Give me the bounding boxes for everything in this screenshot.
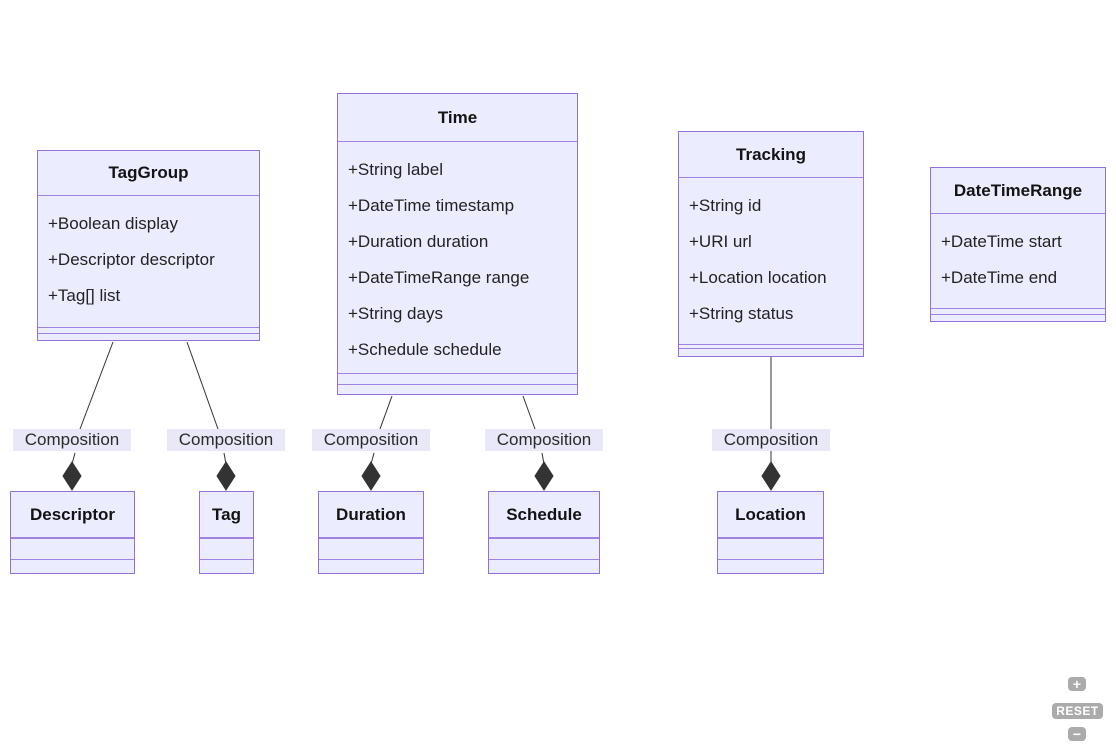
class-title: DateTimeRange	[931, 168, 1105, 214]
class-empty-compartment	[718, 559, 823, 573]
class-taggroup: TagGroup +Boolean display +Descriptor de…	[37, 150, 260, 341]
composition-diamond-icon	[761, 461, 781, 491]
composition-diamond-icon	[534, 461, 554, 491]
composition-diamond-icon	[62, 461, 82, 491]
relationship-line	[522, 395, 536, 430]
class-attribute: +String label	[348, 160, 443, 179]
class-title: Time	[338, 94, 577, 142]
class-empty-compartment	[718, 538, 823, 559]
relationship-line	[71, 452, 76, 465]
class-attributes: +Boolean display +Descriptor descriptor …	[38, 196, 259, 327]
relationship-label: Composition	[312, 429, 430, 451]
class-duration: Duration	[318, 491, 424, 574]
class-attribute: +String id	[689, 196, 762, 215]
class-empty-compartment	[679, 348, 863, 356]
relationship-line	[370, 452, 375, 465]
relationship-label: Composition	[167, 429, 285, 451]
class-attribute: +String status	[689, 304, 794, 323]
class-tracking: Tracking +String id +URI url +Location l…	[678, 131, 864, 357]
class-datetimerange: DateTimeRange +DateTime start +DateTime …	[930, 167, 1106, 322]
class-title: Tag	[200, 492, 253, 538]
class-location: Location	[717, 491, 824, 574]
class-attribute: +DateTime start	[941, 232, 1062, 251]
class-empty-compartment	[338, 384, 577, 394]
relationship-line	[379, 395, 393, 430]
class-attribute: +String days	[348, 304, 443, 323]
class-attributes: +String label +DateTime timestamp +Durat…	[338, 142, 577, 373]
class-attributes: +String id +URI url +Location location +…	[679, 178, 863, 344]
class-time: Time +String label +DateTime timestamp +…	[337, 93, 578, 395]
class-attribute: +Location location	[689, 268, 827, 287]
class-schedule: Schedule	[488, 491, 600, 574]
class-empty-compartment	[11, 538, 134, 559]
composition-diamond-icon	[216, 461, 236, 491]
zoom-out-button[interactable]: −	[1068, 727, 1086, 741]
relationship-line	[79, 341, 114, 430]
class-empty-compartment	[38, 333, 259, 340]
class-attribute: +URI url	[689, 232, 752, 251]
class-title: Duration	[319, 492, 423, 538]
class-empty-compartment	[931, 308, 1105, 314]
class-empty-compartment	[38, 327, 259, 333]
class-attribute: +Duration duration	[348, 232, 489, 251]
class-title: Schedule	[489, 492, 599, 538]
class-empty-compartment	[200, 559, 253, 573]
class-attribute: +DateTime timestamp	[348, 196, 515, 215]
relationship-label: Composition	[485, 429, 603, 451]
class-attributes: +DateTime start +DateTime end	[931, 214, 1105, 308]
class-attribute: +Schedule schedule	[348, 340, 502, 359]
class-empty-compartment	[11, 559, 134, 573]
class-empty-compartment	[679, 344, 863, 348]
class-attribute: +DateTime end	[941, 268, 1058, 287]
relationship-line	[186, 341, 219, 430]
class-empty-compartment	[319, 538, 423, 559]
class-empty-compartment	[931, 314, 1105, 321]
class-tag: Tag	[199, 491, 254, 574]
class-empty-compartment	[489, 559, 599, 573]
relationship-line	[223, 452, 227, 465]
zoom-in-button[interactable]: +	[1068, 677, 1086, 691]
relationship-line	[541, 452, 545, 465]
composition-diamond-icon	[361, 461, 381, 491]
class-empty-compartment	[319, 559, 423, 573]
class-attribute: +Descriptor descriptor	[48, 250, 215, 269]
class-attribute: +Boolean display	[48, 214, 178, 233]
class-attribute: +Tag[] list	[48, 286, 121, 305]
reset-button[interactable]: RESET	[1052, 703, 1103, 719]
class-title: Location	[718, 492, 823, 538]
class-title: Descriptor	[11, 492, 134, 538]
class-empty-compartment	[489, 538, 599, 559]
class-title: TagGroup	[38, 151, 259, 196]
relationship-label: Composition	[712, 429, 830, 451]
class-empty-compartment	[338, 373, 577, 384]
class-title: Tracking	[679, 132, 863, 178]
relationship-label: Composition	[13, 429, 131, 451]
class-descriptor: Descriptor	[10, 491, 135, 574]
class-attribute: +DateTimeRange range	[348, 268, 530, 287]
class-empty-compartment	[200, 538, 253, 559]
